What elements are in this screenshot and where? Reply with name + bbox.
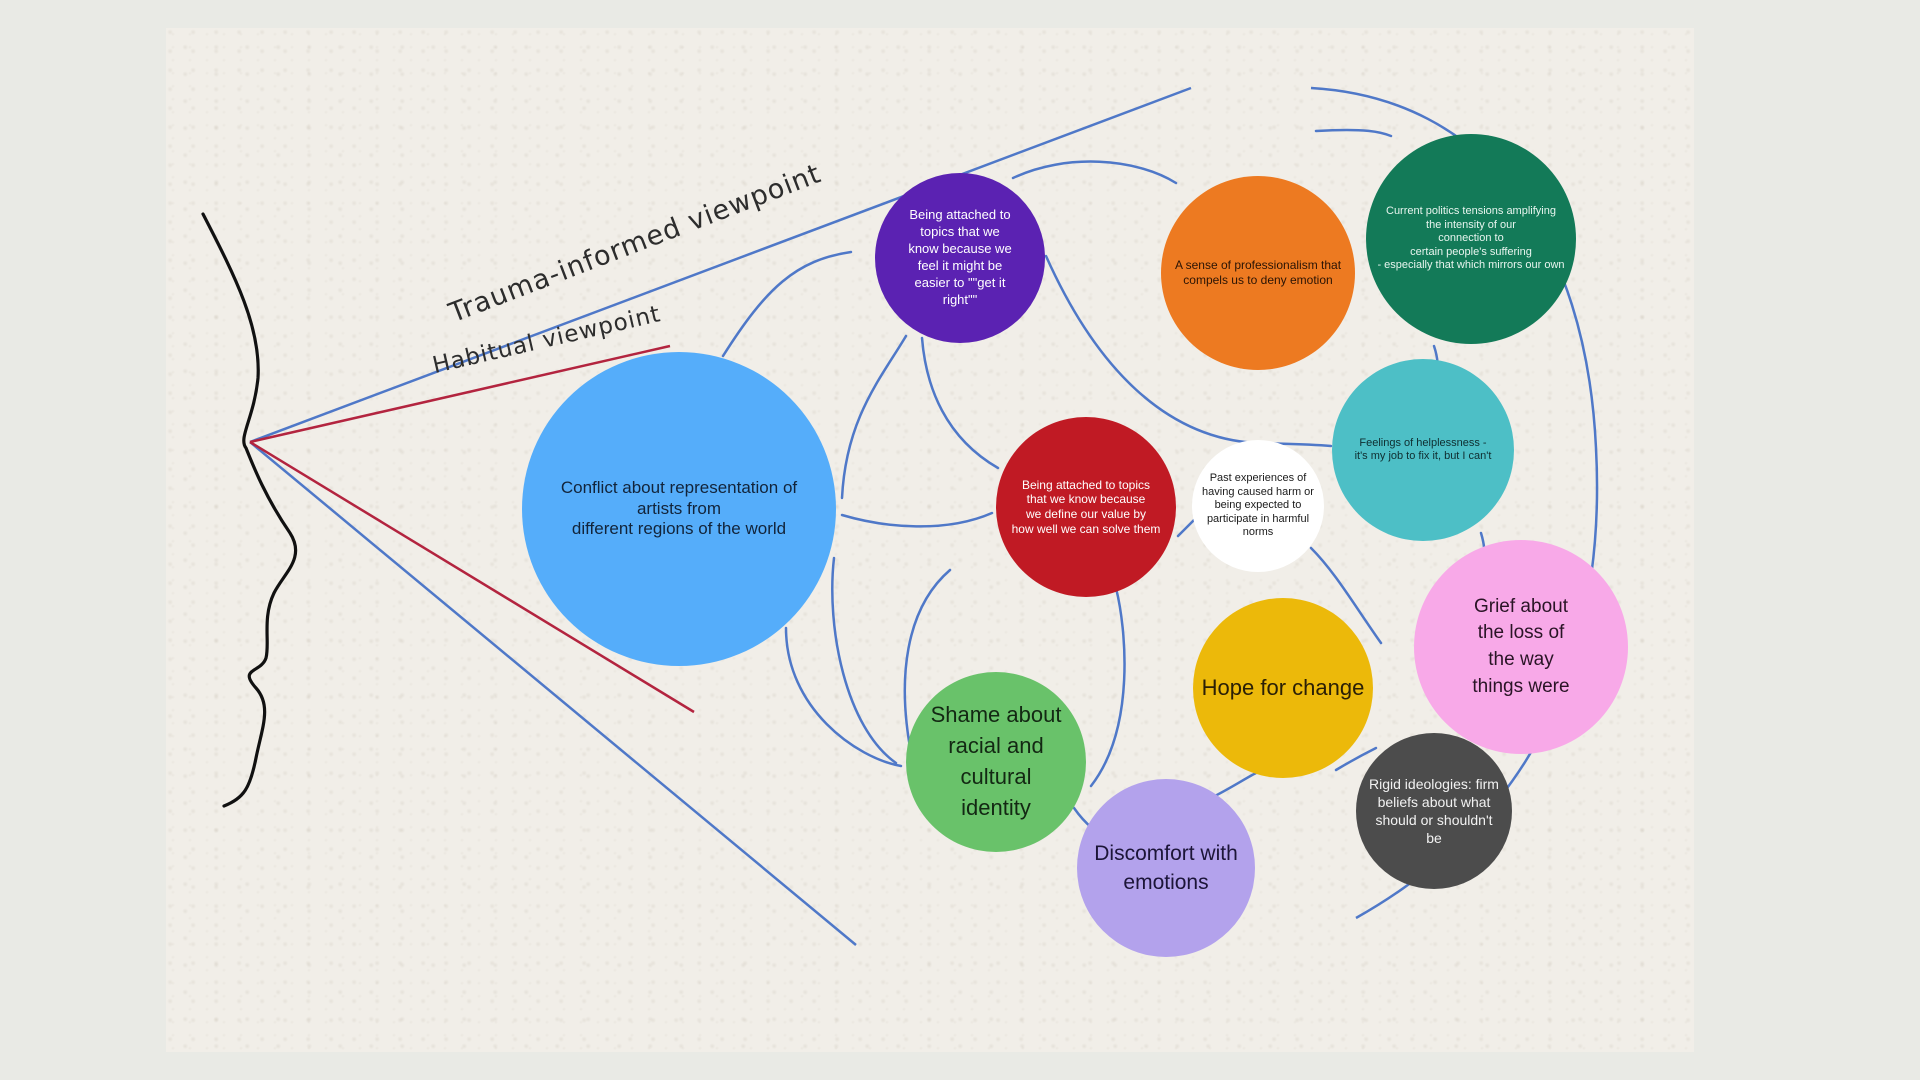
connector-8 <box>831 556 898 765</box>
node-shame: Shame about racial and cultural identity <box>906 672 1086 852</box>
node-professionalism-text: A sense of professionalism that compels … <box>1174 258 1342 287</box>
node-past-experiences-text: Past experiences of having caused harm o… <box>1202 472 1314 539</box>
node-grief-text: Grief about the loss of the way things w… <box>1472 595 1570 697</box>
node-hope-text: Hope for change <box>1201 674 1365 700</box>
node-attached-easier: Being attached to topics that we know be… <box>875 173 1045 343</box>
node-attached-easier-text: Being attached to topics that we know be… <box>908 207 1012 307</box>
node-discomfort-text: Discomfort with emotions <box>1094 841 1238 894</box>
connector-9 <box>903 568 952 760</box>
node-discomfort: Discomfort with emotions <box>1077 779 1255 957</box>
face-profile <box>201 212 298 808</box>
node-attached-value: Being attached to topics that we know be… <box>996 417 1176 597</box>
trauma-upper-line <box>249 86 1192 444</box>
connector-11 <box>1089 586 1126 788</box>
connector-3 <box>1314 128 1393 138</box>
paper-background: Trauma-informed viewpoint Habitual viewp… <box>166 28 1694 1052</box>
habitual-lower-line <box>249 440 695 714</box>
connector-7 <box>840 511 994 528</box>
connector-1 <box>721 250 853 358</box>
node-rigid: Rigid ideologies: firm beliefs about wha… <box>1356 733 1512 889</box>
habitual-upper-line <box>249 344 671 444</box>
node-politics: Current politics tensions amplifying the… <box>1366 134 1576 344</box>
connector-4 <box>1044 254 1333 448</box>
connector-5 <box>840 334 908 500</box>
node-hope: Hope for change <box>1193 598 1373 778</box>
connector-13 <box>1334 746 1378 772</box>
connector-6 <box>920 336 1000 470</box>
node-rigid-text: Rigid ideologies: firm beliefs about wha… <box>1369 775 1499 847</box>
trauma-lower-line <box>249 441 857 946</box>
node-past-experiences: Past experiences of having caused harm o… <box>1192 440 1324 572</box>
connector-12 <box>1309 546 1383 645</box>
node-politics-text: Current politics tensions amplifying the… <box>1377 205 1565 272</box>
node-professionalism: A sense of professionalism that compels … <box>1161 176 1355 370</box>
node-shame-text: Shame about racial and cultural identity <box>930 702 1062 820</box>
node-grief: Grief about the loss of the way things w… <box>1414 540 1628 754</box>
node-conflict-text: Conflict about representation of artists… <box>560 477 798 539</box>
connector-10 <box>784 626 903 768</box>
node-helplessness-text: Feelings of helplessness - it's my job t… <box>1354 436 1492 462</box>
node-conflict: Conflict about representation of artists… <box>522 352 836 666</box>
node-attached-value-text: Being attached to topics that we know be… <box>1011 477 1161 536</box>
connector-20 <box>1209 771 1258 800</box>
connector-2 <box>1011 160 1178 185</box>
node-helplessness: Feelings of helplessness - it's my job t… <box>1332 359 1514 541</box>
